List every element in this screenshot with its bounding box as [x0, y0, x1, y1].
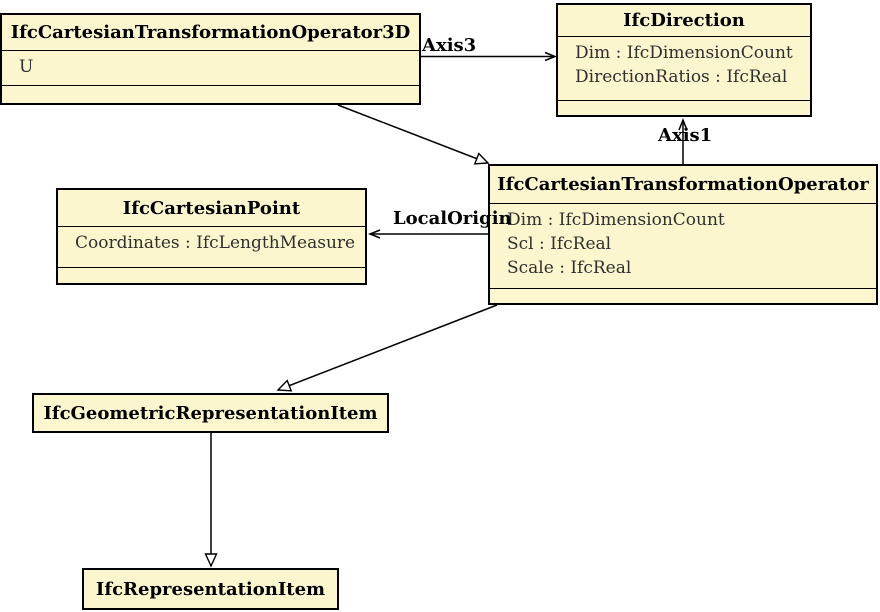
- class-operations-empty: [558, 101, 810, 115]
- association-label-axis1: Axis1: [658, 125, 713, 146]
- class-box-ifc-representation-item: IfcRepresentationItem: [82, 568, 339, 610]
- class-title: IfcRepresentationItem: [95, 578, 326, 600]
- class-title: IfcGeometricRepresentationItem: [43, 402, 378, 424]
- attribute-row: Scl : IfcReal: [507, 234, 612, 254]
- class-operations-empty: [2, 86, 419, 103]
- association-label-axis3: Axis3: [422, 35, 477, 56]
- class-attributes: Dim : IfcDimensionCount Scl : IfcReal Sc…: [490, 204, 876, 289]
- attribute-row: Coordinates : IfcLengthMeasure: [75, 233, 356, 253]
- class-title: IfcCartesianPoint: [58, 190, 365, 227]
- class-attributes: Dim : IfcDimensionCount DirectionRatios …: [558, 37, 810, 101]
- class-title: IfcCartesianTransformationOperator: [490, 166, 876, 204]
- generalization-op3d-to-operator-line: [337, 104, 488, 163]
- attribute-row: Scale : IfcReal: [507, 258, 632, 278]
- class-box-ifc-direction: IfcDirection Dim : IfcDimensionCount Dir…: [556, 3, 812, 117]
- class-box-ifc-cartesian-transformation-operator-3d: IfcCartesianTransformationOperator3D U: [0, 13, 421, 105]
- class-box-ifc-cartesian-point: IfcCartesianPoint Coordinates : IfcLengt…: [56, 188, 367, 285]
- class-operations-empty: [58, 268, 365, 283]
- attribute-row: Dim : IfcDimensionCount: [575, 43, 793, 63]
- attribute-row: U: [19, 57, 34, 77]
- class-title: IfcCartesianTransformationOperator3D: [2, 15, 419, 51]
- class-box-ifc-cartesian-transformation-operator: IfcCartesianTransformationOperator Dim :…: [488, 164, 878, 305]
- class-attributes: U: [2, 51, 419, 86]
- attribute-row: Dim : IfcDimensionCount: [507, 210, 725, 230]
- class-attributes: Coordinates : IfcLengthMeasure: [58, 227, 365, 268]
- class-box-ifc-geometric-representation-item: IfcGeometricRepresentationItem: [32, 393, 389, 433]
- association-label-localorigin: LocalOrigin: [393, 208, 512, 229]
- generalization-operator-to-geomrepitem-line: [278, 304, 498, 390]
- class-operations-empty: [490, 289, 876, 303]
- class-title: IfcDirection: [558, 5, 810, 37]
- attribute-row: DirectionRatios : IfcReal: [575, 67, 788, 87]
